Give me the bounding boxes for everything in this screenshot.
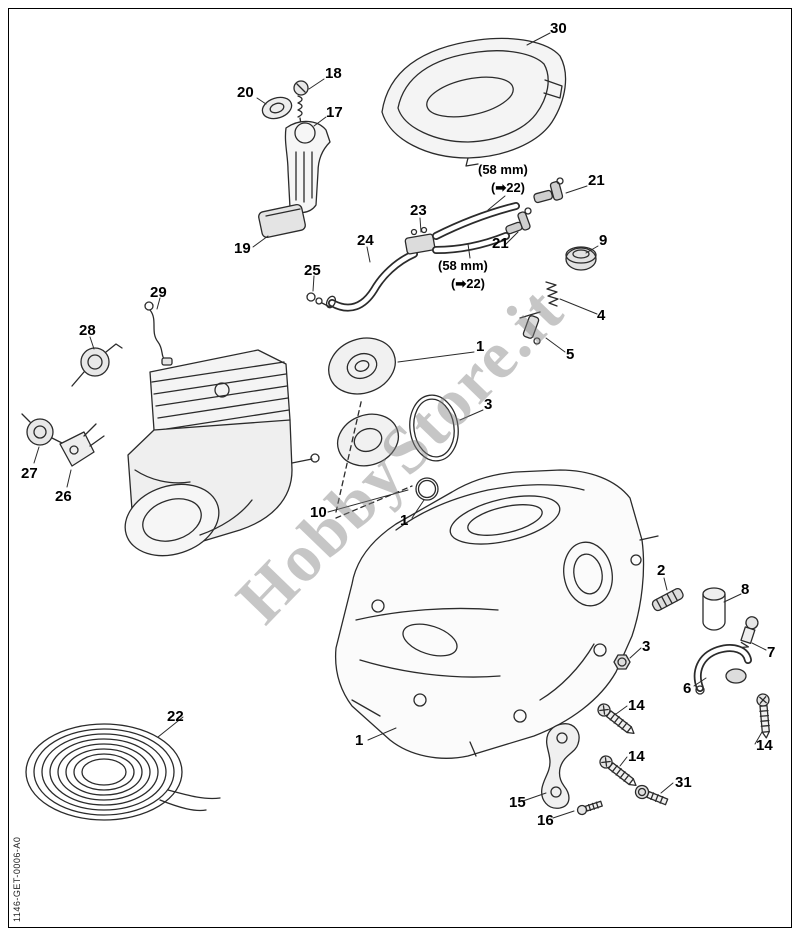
- callout-number-18: 28: [79, 322, 96, 339]
- callout-number-33: 31: [675, 774, 692, 791]
- callout-number-20: 26: [55, 488, 72, 505]
- part-9-plug-drawing: [565, 246, 597, 271]
- part-8-sleeve-drawing: [702, 587, 726, 631]
- part-26-bracket-drawing: [59, 423, 105, 467]
- callout-number-0: 30: [550, 20, 567, 37]
- callout-number-4: 19: [234, 240, 251, 257]
- callout-number-28: 7: [767, 644, 776, 661]
- part-24-hose-drawing: [325, 250, 418, 312]
- part-1-crankcase-drawing: [334, 469, 659, 759]
- callout-number-8: 21: [588, 172, 605, 189]
- callout-number-36: 22: [167, 708, 184, 725]
- part-14-screw-c-drawing: [756, 693, 770, 739]
- callout-number-5: 23: [410, 202, 427, 219]
- part-27-valve-drawing: [21, 413, 65, 446]
- part-18-screw-drawing: [293, 80, 309, 125]
- part-1-o-ring-drawing: [415, 477, 439, 501]
- part-3-ring-drawing: [409, 394, 459, 462]
- part-30-cover-drawing: [381, 37, 567, 167]
- part-23-connector-drawing: [404, 226, 436, 255]
- part-21-elbow-mid-drawing: [505, 207, 532, 235]
- part-21-elbow-top-drawing: [533, 177, 564, 204]
- note-label-10: (58 mm): [438, 258, 488, 273]
- callout-number-29: 6: [683, 680, 692, 697]
- callout-number-3: 17: [326, 104, 343, 121]
- callout-number-27: 3: [642, 638, 651, 655]
- callout-number-24: 1: [400, 512, 409, 529]
- callout-number-21: 1: [476, 338, 485, 355]
- part-22-hose-coil-drawing: [25, 723, 221, 821]
- part-17-handle-molding-drawing: [284, 120, 331, 214]
- part-6-elbow-hose-drawing: [693, 644, 752, 695]
- part-5-valve-drawing: [519, 311, 541, 345]
- callout-number-17: 29: [150, 284, 167, 301]
- part-14-screw-b-drawing: [599, 755, 637, 787]
- callout-number-2: 20: [237, 84, 254, 101]
- callout-number-15: 4: [597, 307, 606, 324]
- part-31-screw-drawing: [634, 784, 669, 806]
- part-4-spring-drawing: [545, 281, 559, 307]
- part-3-nut-drawing: [613, 654, 631, 670]
- callout-number-30: 14: [628, 697, 645, 714]
- callout-number-22: 3: [484, 396, 493, 413]
- part-29-wire-drawing: [144, 301, 173, 366]
- callout-number-12: 24: [357, 232, 374, 249]
- callout-number-31: 14: [628, 748, 645, 765]
- callout-number-37: 1: [355, 732, 364, 749]
- callout-number-34: 15: [509, 794, 526, 811]
- part-19-block-drawing: [258, 203, 306, 239]
- part-25-nipple-drawing: [306, 292, 331, 308]
- callout-number-9: 21: [492, 235, 509, 252]
- note-label-7: (➡22): [491, 180, 526, 195]
- note-label-11: (➡22): [451, 276, 486, 291]
- callout-number-14: 9: [599, 232, 608, 249]
- page-border: [8, 8, 792, 928]
- part-2-stud-drawing: [651, 587, 684, 612]
- callout-number-16: 5: [566, 346, 575, 363]
- callout-number-19: 27: [21, 465, 38, 482]
- callout-number-13: 25: [304, 262, 321, 279]
- part-16-screw-drawing: [576, 800, 603, 816]
- part-20-grommet-drawing: [261, 96, 293, 120]
- callout-number-23: 10: [310, 504, 327, 521]
- part-14-screw-a-drawing: [597, 703, 635, 735]
- note-label-6: (58 mm): [478, 162, 528, 177]
- callout-number-35: 16: [537, 812, 554, 829]
- assembly-axis-dashes: [335, 397, 413, 519]
- callout-number-25: 2: [657, 562, 666, 579]
- engine-assembly-drawing: [124, 349, 320, 557]
- part-1-oil-seals-drawing: [328, 337, 400, 467]
- part-15-chain-catcher-drawing: [541, 723, 580, 809]
- callout-number-26: 8: [741, 581, 750, 598]
- callout-number-1: 18: [325, 65, 342, 82]
- part-28-valve-drawing: [71, 343, 123, 387]
- part-21-hoses-drawing: [432, 202, 520, 254]
- document-code: 1146-GET-0006-A0: [12, 836, 22, 922]
- leader-lines: [33, 32, 767, 819]
- callout-number-32: 14: [756, 737, 773, 754]
